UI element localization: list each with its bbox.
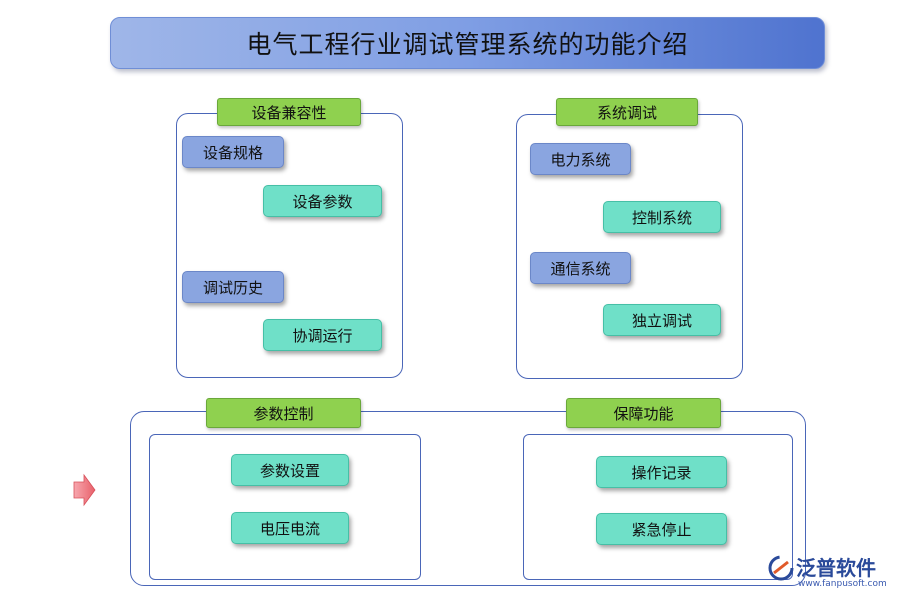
node-label: 紧急停止	[631, 520, 692, 539]
node-label: 调试历史	[202, 278, 263, 297]
company-logo: 泛普软件 www.fanpusoft.com	[766, 549, 894, 597]
node-operation-log: 操作记录	[596, 456, 727, 488]
header-safeguard-functions: 保障功能	[566, 398, 721, 428]
node-label: 电力系统	[550, 150, 611, 169]
node-label: 参数设置	[259, 461, 320, 480]
node-emergency-stop: 紧急停止	[596, 513, 727, 545]
logo-url: www.fanpusoft.com	[798, 579, 887, 589]
node-device-spec: 设备规格	[182, 136, 284, 168]
node-parameter-settings: 参数设置	[231, 454, 349, 486]
node-control-system: 控制系统	[603, 201, 721, 233]
node-device-params: 设备参数	[263, 185, 382, 217]
node-label: 独立调试	[631, 311, 692, 330]
node-power-system: 电力系统	[530, 143, 631, 175]
logo-name: 泛普软件	[796, 556, 876, 580]
header-label: 设备兼容性	[251, 103, 327, 122]
node-label: 协调运行	[292, 326, 353, 345]
header-label: 参数控制	[253, 404, 314, 423]
header-label: 系统调试	[596, 103, 657, 122]
header-system-debugging: 系统调试	[556, 98, 698, 126]
node-independent-debugging: 独立调试	[603, 304, 721, 336]
arrow-right-icon	[73, 473, 96, 507]
node-label: 操作记录	[631, 463, 692, 482]
node-label: 设备参数	[292, 192, 353, 211]
node-communication-system: 通信系统	[530, 252, 631, 284]
logo-icon	[768, 555, 794, 581]
node-label: 通信系统	[550, 259, 611, 278]
title-banner: 电气工程行业调试管理系统的功能介绍	[110, 17, 825, 69]
node-voltage-current: 电压电流	[231, 512, 349, 544]
page-title: 电气工程行业调试管理系统的功能介绍	[246, 30, 689, 59]
node-label: 电压电流	[259, 519, 320, 538]
header-label: 保障功能	[613, 404, 674, 423]
node-coordinated-operation: 协调运行	[263, 319, 382, 351]
node-label: 控制系统	[631, 208, 692, 227]
node-label: 设备规格	[202, 143, 263, 162]
node-debug-history: 调试历史	[182, 271, 284, 303]
header-device-compatibility: 设备兼容性	[217, 98, 361, 126]
header-parameter-control: 参数控制	[206, 398, 361, 428]
